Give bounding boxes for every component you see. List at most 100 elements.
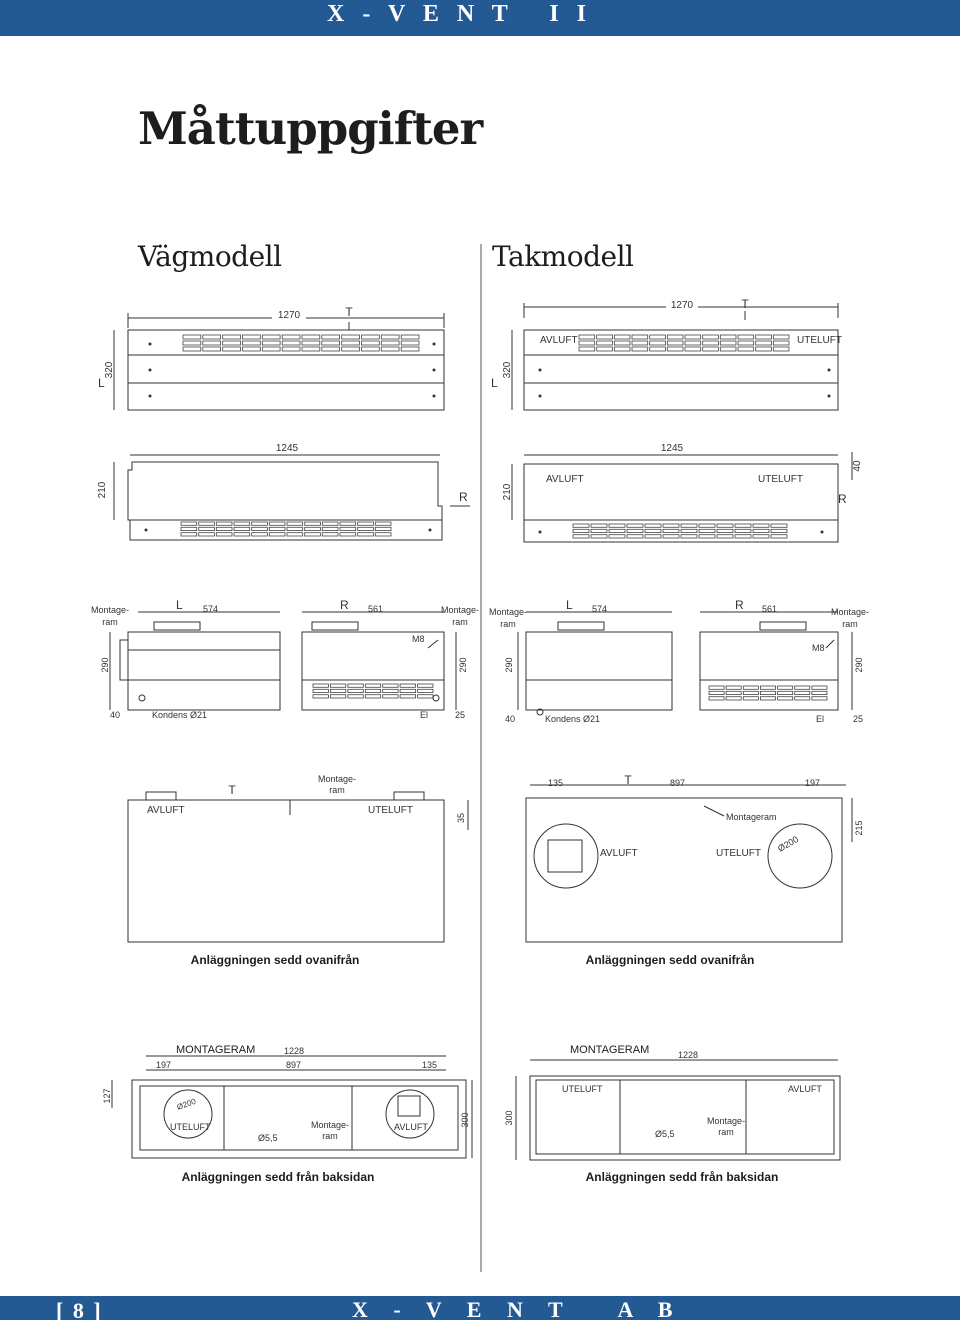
grille-slot <box>321 340 340 346</box>
label-montage-4b: ram <box>842 619 858 629</box>
grille-slot <box>708 696 725 701</box>
grille-slot <box>708 685 725 690</box>
label-montage-3a: Montage- <box>489 607 527 617</box>
grille-slot <box>251 526 268 531</box>
grille-slot <box>339 532 357 537</box>
label-uteluft-front: UTELUFT <box>797 335 842 346</box>
label-montage-1b: ram <box>102 617 118 627</box>
grille-slot <box>364 694 382 699</box>
dim-290-wall-a: 290 <box>100 657 110 672</box>
grille-slot <box>596 340 613 346</box>
grille-slot <box>301 340 321 346</box>
grille-slot <box>572 534 590 539</box>
wall-front-view: 1270 T L 320 <box>98 305 445 411</box>
grille-slot <box>261 340 281 346</box>
grille-slot <box>180 532 198 537</box>
grille-slot <box>737 340 755 346</box>
grille-slot <box>662 523 680 528</box>
grille-slot <box>777 690 794 695</box>
grille-slot <box>755 346 772 352</box>
label-montage-7a: Montage- <box>707 1116 745 1126</box>
grille-slot <box>631 340 649 346</box>
grille-slot <box>626 534 644 539</box>
grille-slot <box>811 690 828 695</box>
grille-slot <box>222 340 241 346</box>
label-montage-6a: Montage- <box>311 1120 349 1130</box>
grille-slot <box>702 340 719 346</box>
grille-slot <box>251 532 268 537</box>
grille-slot <box>752 534 770 539</box>
grille-slot <box>752 523 770 528</box>
grille-slot <box>198 532 215 537</box>
grille-slot <box>286 526 304 531</box>
grille-slot <box>321 346 340 352</box>
header-brand: X - V E N T I I <box>327 1 592 27</box>
caption-top-wall: Anläggningen sedd ovanifrån <box>191 953 360 967</box>
label-el-ceiling: El <box>816 714 824 724</box>
grille-slot <box>304 532 321 537</box>
dim-135-back: 135 <box>422 1060 437 1070</box>
vent-grille <box>572 523 788 539</box>
dim-1228-ceiling: 1228 <box>678 1050 698 1060</box>
grille-slot <box>321 334 340 340</box>
dim-197-top: 197 <box>805 778 820 788</box>
label-montage-5a: Montage- <box>318 774 356 784</box>
dim-135-top: 135 <box>548 778 563 788</box>
grille-slot <box>742 696 759 701</box>
grille-slot <box>329 688 347 693</box>
grille-slot <box>662 534 680 539</box>
caption-back-wall: Anläggningen sedd från baksidan <box>182 1170 375 1184</box>
grille-slot <box>357 521 374 526</box>
label-uteluft-bottom: UTELUFT <box>758 474 803 485</box>
grille-slot <box>725 685 742 690</box>
vent-grille <box>180 521 392 537</box>
grille-slot <box>286 521 304 526</box>
grille-slot <box>341 334 360 340</box>
grille-slot <box>755 334 772 340</box>
ceiling-front-view: 1270 T AVLUFT UTELUFT L 320 <box>491 297 842 411</box>
grille-slot <box>742 690 759 695</box>
grille-slot <box>644 528 662 533</box>
dim-561-ceiling: 561 <box>762 604 777 614</box>
grille-slot <box>734 528 752 533</box>
label-montage-4a: Montage- <box>831 607 869 617</box>
grille-slot <box>752 528 770 533</box>
grille-slot <box>301 346 321 352</box>
grille-slot <box>202 340 222 346</box>
label-d55-ceiling: Ø5,5 <box>655 1129 675 1139</box>
grille-slot <box>680 534 698 539</box>
vent-grille <box>182 334 420 352</box>
grille-slot <box>182 346 202 352</box>
grille-slot <box>268 521 286 526</box>
grille-slot <box>590 523 608 528</box>
grille-slot <box>811 696 828 701</box>
label-montage-2b: ram <box>452 617 468 627</box>
dim-897-back: 897 <box>286 1060 301 1070</box>
label-uteluft-back-ceiling: UTELUFT <box>562 1084 603 1094</box>
page-title: Måttuppgifter <box>138 102 483 155</box>
grille-slot <box>374 521 392 526</box>
dim-1245-ceiling: 1245 <box>661 443 684 454</box>
section-title-ceiling: Takmodell <box>492 240 634 273</box>
grille-slot <box>666 334 684 340</box>
label-el-wall: El <box>420 710 428 720</box>
ceiling-back-view: MONTAGERAM 1228 UTELUFT AVLUFT Ø5,5 Mont… <box>504 1044 841 1184</box>
label-l-side-ceiling: L <box>566 598 573 612</box>
grille-slot <box>382 694 399 699</box>
label-r-ceiling: R <box>838 492 847 506</box>
grille-slot <box>649 340 666 346</box>
grille-slot <box>777 685 794 690</box>
grille-slot <box>357 526 374 531</box>
label-t-top-wall: T <box>228 783 236 797</box>
grille-slot <box>772 346 790 352</box>
dim-35-wall: 35 <box>456 813 466 823</box>
dim-1245-wall: 1245 <box>276 443 299 454</box>
grille-slot <box>364 683 382 688</box>
dim-290-ceiling-a: 290 <box>504 657 514 672</box>
dim-40-ceiling: 40 <box>852 460 863 472</box>
ceiling-bottom-view: 1245 AVLUFT UTELUFT 210 40 R <box>502 443 863 543</box>
dim-300-ceiling: 300 <box>504 1110 514 1125</box>
grille-slot <box>281 346 301 352</box>
grille-slot <box>382 688 399 693</box>
